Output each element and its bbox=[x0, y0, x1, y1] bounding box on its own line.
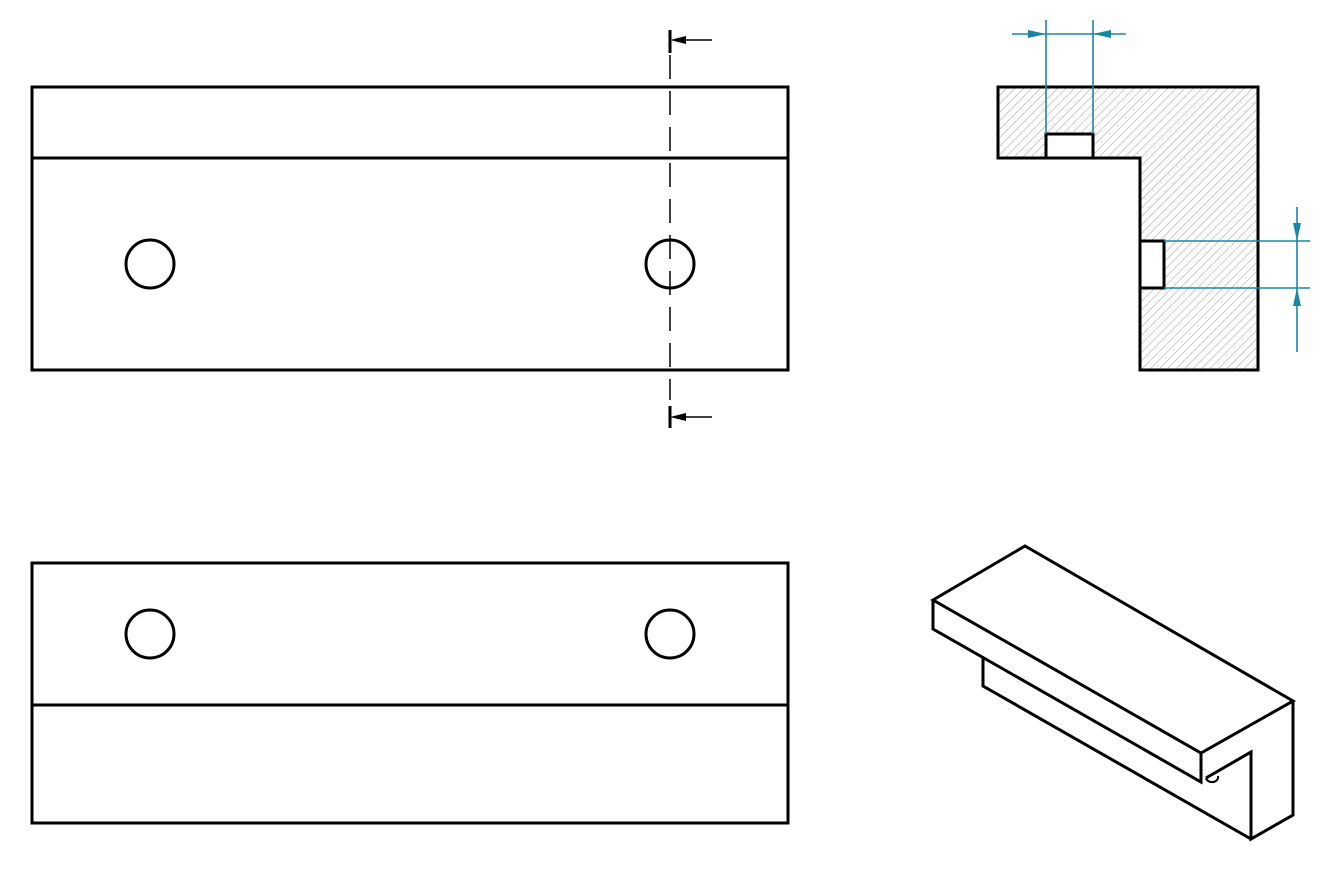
front-view bbox=[30, 30, 790, 428]
iso-top-face bbox=[930, 544, 1297, 755]
hole-left bbox=[124, 608, 176, 660]
iso-slot-edge bbox=[1205, 775, 1220, 784]
dimension-arrow-icon bbox=[1293, 288, 1301, 306]
dimension-top-slot bbox=[1012, 20, 1126, 134]
section-outline bbox=[996, 85, 1260, 372]
bottom-view bbox=[30, 561, 790, 825]
section-arrow-icon bbox=[668, 406, 712, 428]
dimension-side-slot bbox=[1164, 207, 1310, 352]
dimension-arrow-icon bbox=[1293, 223, 1301, 241]
bottom-view-outline bbox=[30, 561, 790, 825]
hole-right bbox=[644, 608, 696, 660]
hole-left bbox=[124, 238, 176, 290]
front-view-outline bbox=[30, 85, 790, 372]
isometric-view bbox=[930, 544, 1297, 842]
top-slot bbox=[1044, 132, 1095, 158]
section-view bbox=[996, 20, 1310, 372]
iso-front-face bbox=[931, 600, 1203, 785]
section-arrow-icon bbox=[668, 30, 712, 53]
iso-right-face bbox=[1205, 701, 1295, 842]
side-slot bbox=[1140, 239, 1166, 290]
iso-lower-leg bbox=[981, 658, 1252, 841]
dimension-arrow-icon bbox=[1028, 30, 1046, 38]
dimension-arrow-icon bbox=[1093, 30, 1111, 38]
